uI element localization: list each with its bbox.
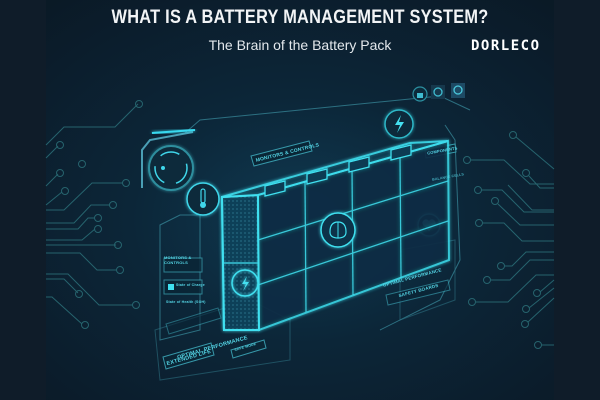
- gauge-icon: [148, 145, 194, 191]
- small-tag-box: [230, 339, 267, 359]
- label-state-of-health: State of Health (SOH): [166, 300, 206, 304]
- extended-life-box: [162, 342, 215, 370]
- status-indicator: [168, 284, 174, 290]
- brain-icon: [320, 212, 356, 248]
- battery-bolt-icon: [231, 269, 259, 297]
- circuit-traces-right: [463, 131, 555, 349]
- left-margin: [0, 0, 46, 400]
- circuit-traces-left: [45, 100, 143, 329]
- hud-bracket-left: [141, 131, 194, 188]
- label-left-panel-heading: MONITORS & CONTROLS: [164, 255, 192, 265]
- label-state-of-charge: State of Charge: [176, 283, 205, 287]
- gear-icon: [431, 85, 445, 99]
- page-title: WHAT IS A BATTERY MANAGEMENT SYSTEM?: [111, 7, 489, 28]
- lightning-icon: [384, 109, 414, 139]
- brand-logo: DORLECO: [471, 38, 541, 54]
- monitors-controls-box: [250, 140, 313, 167]
- settings-icon: [451, 83, 465, 98]
- right-margin: [554, 0, 600, 400]
- thermometer-icon: [186, 182, 220, 216]
- page-subtitle: The Brain of the Battery Pack: [208, 37, 392, 53]
- lock-icon: [412, 86, 428, 102]
